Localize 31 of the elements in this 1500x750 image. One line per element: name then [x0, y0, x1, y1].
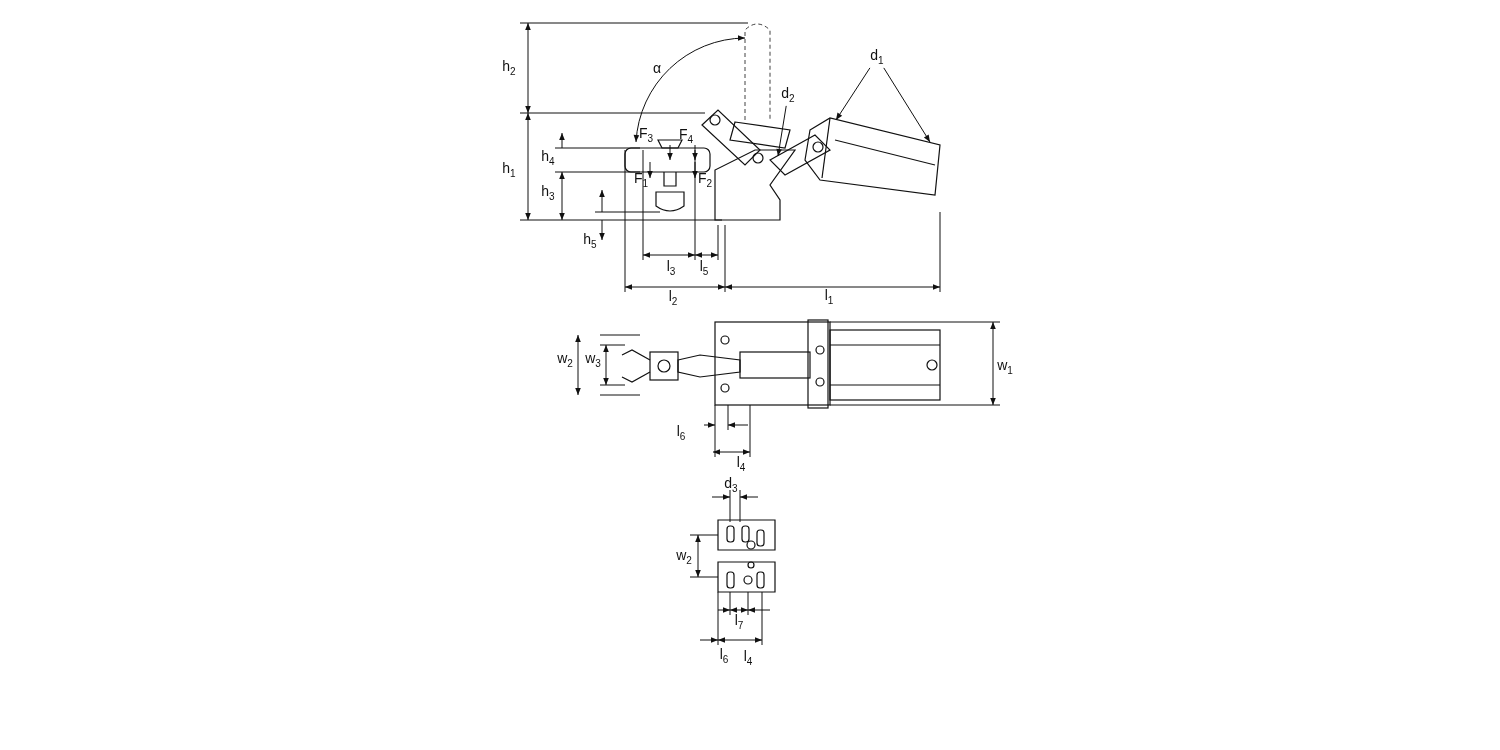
dimension-label: w$_{2}$ [557, 351, 573, 369]
dimension-label: w$_{2}$ [676, 548, 692, 566]
force-label: F$_{2}$ [697, 171, 713, 189]
dimension-label: d$_{2}$ [781, 86, 795, 104]
dimension-label: l$_{6}$ [719, 647, 729, 665]
dimension-label: l$_{6}$ [676, 424, 686, 442]
leader-line [776, 105, 787, 157]
dimension-label: d$_{3}$ [724, 476, 738, 494]
dimension-label: l$_{5}$ [699, 259, 709, 277]
link-drawing [769, 134, 831, 176]
dimension-label: d$_{1}$ [870, 48, 884, 66]
leader-line [883, 67, 931, 143]
dimension-label: h$_{2}$ [502, 59, 516, 77]
dimension-label: l$_{3}$ [666, 259, 676, 277]
force-label: F$_{3}$ [638, 126, 654, 144]
force-label: F$_{4}$ [678, 127, 694, 145]
dimension-label: h$_{1}$ [502, 161, 516, 179]
dimension-label: l$_{4}$ [743, 649, 753, 667]
dimension-label: w$_{3}$ [585, 351, 601, 369]
dimension-label: l$_{1}$ [824, 288, 834, 306]
dimension-label: h$_{5}$ [583, 232, 597, 250]
cylinder-drawing [804, 117, 941, 196]
dimension-label: h$_{3}$ [541, 184, 555, 202]
force-label: F$_{1}$ [633, 171, 649, 189]
dimension-label: h$_{4}$ [541, 149, 555, 167]
angle-label: α [652, 61, 662, 75]
dimension-label: l$_{4}$ [736, 455, 746, 473]
dimension-label: l$_{7}$ [734, 613, 744, 631]
dimension-label: l$_{2}$ [668, 289, 678, 307]
leader-line [835, 67, 871, 121]
dimension-label: w$_{1}$ [997, 358, 1013, 376]
